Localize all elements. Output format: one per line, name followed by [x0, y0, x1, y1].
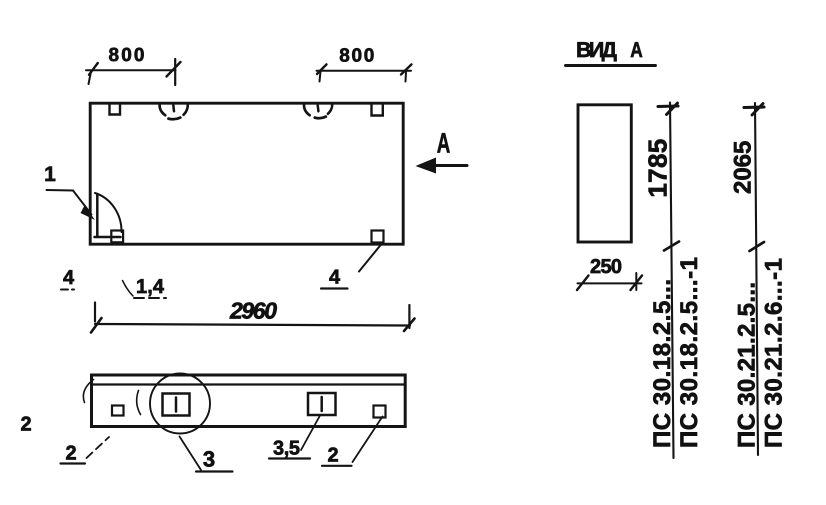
svg-text:800: 800: [339, 46, 374, 67]
svg-text:3: 3: [203, 447, 215, 472]
svg-text:1785: 1785: [643, 139, 673, 198]
svg-text:ПС 30.18.2.5...: ПС 30.18.2.5...: [649, 279, 676, 448]
svg-text:2: 2: [327, 445, 338, 467]
svg-text:2960: 2960: [229, 298, 277, 324]
svg-text:1: 1: [44, 163, 56, 186]
svg-text:250: 250: [590, 256, 622, 278]
svg-text:ВИД: ВИД: [576, 38, 617, 62]
svg-text:ПС 30.18.2.5...-1: ПС 30.18.2.5...-1: [676, 257, 703, 448]
svg-text:ПС 30.21.2.6...-1: ПС 30.21.2.6...-1: [761, 258, 788, 448]
svg-text:ПС 30.21.2.5...: ПС 30.21.2.5...: [734, 282, 761, 448]
svg-text:2: 2: [65, 443, 76, 465]
svg-text:2: 2: [20, 414, 31, 436]
svg-text:4: 4: [63, 267, 75, 289]
svg-text:4: 4: [329, 267, 341, 289]
svg-text:1,4: 1,4: [136, 276, 165, 298]
svg-text:А: А: [437, 127, 451, 158]
svg-text:800: 800: [109, 45, 145, 66]
svg-text:3,5: 3,5: [273, 438, 300, 460]
svg-text:А: А: [630, 38, 643, 62]
svg-text:2065: 2065: [730, 141, 757, 194]
